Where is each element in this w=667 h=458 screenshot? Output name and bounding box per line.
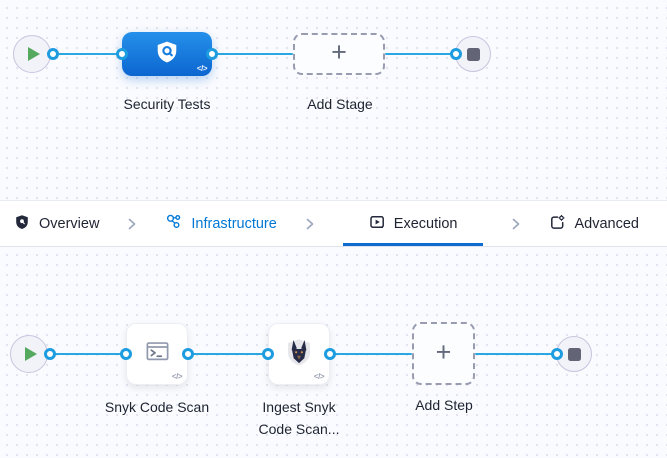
advanced-gear-icon [549,214,566,234]
connector-port [324,348,336,360]
execution-steps-canvas: </> </> + Snyk Code Scan Ingest Snyk Cod… [0,247,667,458]
tab-infrastructure[interactable]: Infrastructure [165,201,277,246]
connector-line [330,353,412,355]
connector-port [262,348,274,360]
terminal-icon [144,338,171,370]
connector-port [120,348,132,360]
plus-icon: + [331,37,347,67]
connector-port [47,48,59,60]
code-badge: </> [171,372,183,381]
step-label: Snyk Code Scan [104,399,210,415]
add-step-label: Add Step [415,397,473,413]
pipeline-start-node [13,35,51,73]
play-icon [28,47,40,61]
add-step-button[interactable]: + [412,322,475,385]
connector-line [188,353,268,355]
tab-label: Infrastructure [191,215,277,232]
stage-pipeline-canvas: </> + Security Tests Add Stage [0,0,667,200]
execution-play-icon [369,214,385,234]
tab-label: Execution [393,215,458,232]
connector-port [116,48,128,60]
infrastructure-nodes-icon [165,213,182,234]
stage-node-security-tests[interactable]: </> [122,32,212,76]
connector-line [53,53,122,55]
steps-start-node [10,335,48,373]
step-label: Ingest Snyk Code Scan... [258,399,340,437]
step-node-snyk-code-scan[interactable]: </> [126,323,188,385]
tab-advanced[interactable]: Advanced [549,201,639,246]
tab-label: Advanced [574,215,639,232]
connector-line [475,353,556,355]
tab-execution[interactable]: Execution [343,201,484,246]
code-badge: </> [313,372,325,381]
stop-icon [567,347,581,361]
connector-port [206,48,218,60]
connector-port [44,348,56,360]
add-stage-button[interactable]: + [293,33,385,75]
connector-port [551,348,563,360]
tab-label: Overview [39,215,100,232]
chevron-right-icon [124,216,140,232]
connector-line [212,53,293,55]
play-icon [25,347,37,361]
chevron-right-icon [508,216,524,232]
connector-line [385,53,457,55]
step-node-ingest-snyk[interactable]: </> [268,323,330,385]
shield-scan-icon [155,40,179,69]
connector-line [50,353,126,355]
shield-icon [14,214,30,234]
connector-port [450,48,462,60]
stop-icon [466,47,480,61]
tab-overview[interactable]: Overview [14,201,99,246]
stage-config-tab-bar: Overview Infrastructure Execution [0,200,667,247]
chevron-right-icon [302,216,318,232]
add-stage-label: Add Stage [307,96,373,112]
connector-port [182,348,194,360]
code-badge: </> [196,64,208,73]
snyk-dog-icon [284,337,314,372]
plus-icon: + [435,336,452,367]
stage-label: Security Tests [123,96,211,112]
